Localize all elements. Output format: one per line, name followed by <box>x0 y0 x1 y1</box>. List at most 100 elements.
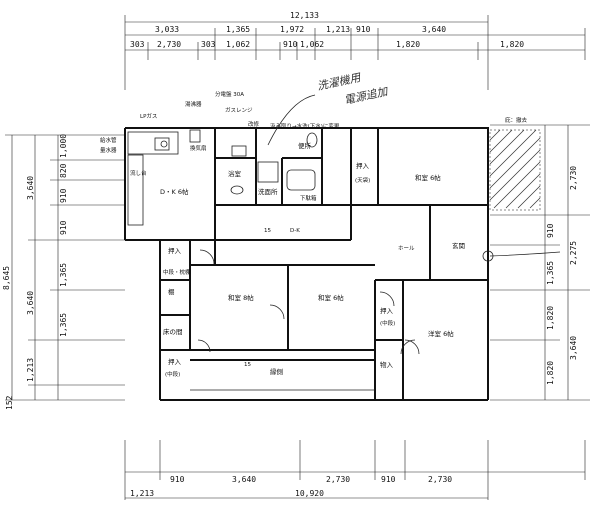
note-water: 給水管 <box>100 136 117 144</box>
note-stove: ガスレンジ <box>225 106 253 114</box>
dim-bot-left: 1,213 <box>130 489 154 498</box>
room-washi3: 和室 8帖 <box>228 293 254 302</box>
room-storage-top: (天袋) <box>355 176 370 184</box>
room-tana: 棚 <box>168 287 175 296</box>
room-washi1: 和室 6帖 <box>415 173 441 182</box>
dim-left-1: 820 <box>59 163 68 178</box>
dim-right-4: 1,820 <box>546 306 555 330</box>
water-heater-icon <box>189 129 201 143</box>
switchboard-icon <box>231 145 247 157</box>
note-drain-change: 汲み取り→水洗(下水)に変更 <box>270 122 340 130</box>
left-dimensions: 8,645 3,640 3,640 1,000 820 910 910 1,36… <box>2 134 125 410</box>
dim-top-r2-4: 910 <box>283 40 298 49</box>
room-bath: 浴室 <box>228 169 242 178</box>
room-hall: ホール <box>398 245 415 252</box>
room-monoire: 物入 <box>380 360 394 369</box>
room-closet1: 押入 <box>356 161 370 170</box>
room-washi2: 和室 6帖 <box>318 293 344 302</box>
dim-bot-total: 10,920 <box>295 489 324 498</box>
dim-right-2: 2,275 <box>569 241 578 265</box>
note-kaisen: 改修 <box>248 120 260 128</box>
toilet-icon <box>306 132 318 148</box>
kitchen-counter <box>127 131 179 155</box>
fixtures <box>127 129 494 262</box>
room-toilet: 便所 <box>298 141 312 150</box>
note-hand-2: 電源追加 <box>343 85 391 107</box>
dim-top-r2-6: 1,820 <box>396 40 420 49</box>
note-switch: 分電盤 30A <box>215 90 244 98</box>
walls <box>124 127 489 401</box>
hand-arrow <box>267 94 316 146</box>
dim-left-2: 910 <box>59 188 68 203</box>
room-tokonoma: 床の間 <box>163 327 183 336</box>
dim-top-r1-0: 3,033 <box>155 25 179 34</box>
room-kitchen-unit: 流し台 <box>130 169 147 177</box>
top-dimensions: 12,133 3,033 1,365 1,972 1,213 910 3,640… <box>124 11 586 90</box>
dim-top-r1-5: 3,640 <box>422 25 446 34</box>
step-label-2: 15 <box>244 362 251 368</box>
dim-left-0: 1,000 <box>59 134 68 158</box>
note-meter: 量水器 <box>100 146 117 154</box>
doors <box>197 249 420 355</box>
dim-left-b0: 3,640 <box>26 176 35 200</box>
room-dk: D・K 6帖 <box>160 187 189 196</box>
dim-top-r2-1: 2,730 <box>157 40 181 49</box>
dim-top-r1-1: 1,365 <box>226 25 250 34</box>
dim-left-6: 1,213 <box>26 358 35 382</box>
kitchen-side-counter <box>127 154 144 226</box>
note-lpg: LPガス <box>140 112 157 120</box>
room-closet-left2: 押入 <box>168 357 182 366</box>
meter-leader-line <box>489 251 561 257</box>
dim-right-5: 1,820 <box>546 361 555 385</box>
room-hall2: D-K <box>290 228 300 234</box>
washer-space-icon <box>257 161 279 183</box>
note-heater: 湯沸器 <box>185 100 202 108</box>
dim-top-total: 12,133 <box>290 11 319 20</box>
room-wash: 洗面所 <box>258 187 278 196</box>
dim-top-r1-3: 1,213 <box>326 25 350 34</box>
dim-bot-r1-0: 910 <box>170 475 185 484</box>
right-dimensions: 2,730 910 2,275 1,365 1,820 1,820 3,640 <box>490 124 590 401</box>
note-hand-1: 洗濯機用 <box>316 71 363 93</box>
dim-bot-r1-1: 3,640 <box>232 475 256 484</box>
dim-left-5: 1,365 <box>59 313 68 337</box>
dim-top-r1-4: 910 <box>356 25 371 34</box>
room-genkan-shoes: 下駄箱 <box>300 194 317 202</box>
dim-left-b1: 3,640 <box>26 291 35 315</box>
room-closet-mid: (中段) <box>380 319 395 327</box>
step-label: 15 <box>264 228 271 234</box>
dim-top-r1-2: 1,972 <box>280 25 304 34</box>
dim-left-total: 8,645 <box>2 266 11 290</box>
removed-eave-hatch <box>489 129 541 211</box>
dim-right-6: 3,640 <box>569 336 578 360</box>
room-shelf-note: 中段・枕棚 <box>163 268 191 276</box>
bathtub-icon <box>286 169 316 191</box>
dim-right-3: 1,365 <box>546 261 555 285</box>
dim-top-r2-2: 303 <box>201 40 216 49</box>
dim-top-r2-0: 303 <box>130 40 145 49</box>
dim-top-r2-7: 1,820 <box>500 40 524 49</box>
dim-left-7: 152 <box>5 395 14 410</box>
dim-top-r2-5: 1,062 <box>300 40 324 49</box>
bottom-dimensions: 910 3,640 2,730 910 2,730 1,213 10,920 <box>124 440 586 500</box>
room-closet-left1: 押入 <box>168 246 182 255</box>
dim-bot-r1-4: 2,730 <box>428 475 452 484</box>
note-vent: 換気扇 <box>190 144 207 152</box>
room-yoshitsu: 洋室 6帖 <box>428 329 454 338</box>
room-closet-low: (中段) <box>165 370 180 378</box>
room-engawa: 縁側 <box>270 367 284 376</box>
dim-right-0: 2,730 <box>569 166 578 190</box>
dim-left-3: 910 <box>59 220 68 235</box>
dim-right-1: 910 <box>546 223 555 238</box>
dim-top-r2-3: 1,062 <box>226 40 250 49</box>
dim-left-4: 1,365 <box>59 263 68 287</box>
dim-bot-r1-3: 910 <box>381 475 396 484</box>
note-yard: 庇：撤去 <box>505 116 528 124</box>
sink-icon <box>154 137 170 151</box>
room-closet-mid-label: 押入 <box>380 306 394 315</box>
room-genkan: 玄関 <box>452 241 465 250</box>
dim-bot-r1-2: 2,730 <box>326 475 350 484</box>
room-labels: D・K 6帖 浴室 洗面所 便所 押入 (天袋) 和室 6帖 和室 8帖 和室 … <box>130 141 465 378</box>
washbasin-icon <box>230 185 244 195</box>
